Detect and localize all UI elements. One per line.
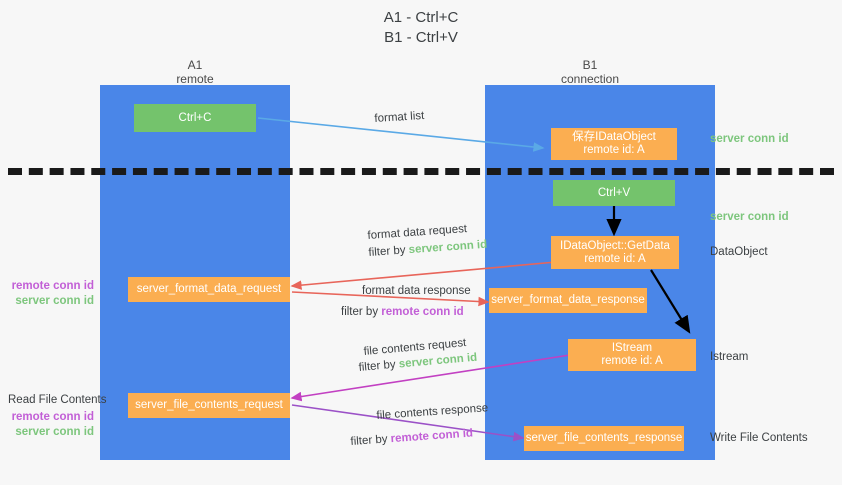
- lane-header-a1-role: remote: [176, 72, 214, 86]
- lane-header-a1-name: A1: [187, 58, 203, 72]
- arrow-label-file-contents-response-filter-prefix: filter by: [350, 433, 392, 448]
- box-ctrl-c[interactable]: Ctrl+C: [134, 104, 256, 132]
- title-line-2: B1 - Ctrl+V: [384, 29, 458, 46]
- box-idataobject-getdata[interactable]: IDataObject::GetData remote id: A: [551, 236, 679, 269]
- title-line-1: A1 - Ctrl+C: [383, 9, 459, 26]
- box-server-format-data-request-label: server_format_data_request: [136, 283, 282, 295]
- left-label-conn-id-bottom: remote conn id server conn id: [0, 410, 94, 440]
- right-label-write-file-contents: Write File Contents: [710, 432, 808, 444]
- box-server-file-contents-request-label: server_file_contents_request: [135, 399, 283, 411]
- box-istream[interactable]: IStream remote id: A: [568, 339, 696, 371]
- lane-header-a1: A1 remote: [140, 58, 250, 86]
- arrow-label-format-data-request-filter-prefix: filter by: [368, 244, 410, 259]
- arrow-label-format-data-request-filter-value: server conn id: [408, 238, 488, 257]
- arrow-label-format-data-response-filter-prefix: filter by: [341, 306, 382, 318]
- box-server-file-contents-request[interactable]: server_file_contents_request: [128, 393, 290, 418]
- right-label-dataobject: DataObject: [710, 246, 768, 258]
- box-idataobject-getdata-line2: remote id: A: [584, 252, 646, 265]
- box-ctrl-v-label: Ctrl+V: [597, 186, 631, 199]
- arrow-label-file-contents-response-filter-value: remote conn id: [390, 427, 474, 446]
- box-server-format-data-request[interactable]: server_format_data_request: [128, 277, 290, 302]
- right-label-server-conn-id-top: server conn id: [710, 133, 789, 145]
- arrow-label-file-contents-response-filter: filter by remote conn id: [350, 425, 474, 450]
- left-label-server-conn-id-bottom: server conn id: [15, 426, 94, 438]
- box-istream-line1: IStream: [611, 342, 653, 354]
- box-server-file-contents-response[interactable]: server_file_contents_response: [524, 426, 684, 451]
- lane-header-b1-name: B1: [582, 58, 598, 72]
- box-server-file-contents-response-label: server_file_contents_response: [525, 432, 683, 444]
- page-title: A1 - Ctrl+C B1 - Ctrl+V: [0, 8, 842, 48]
- arrow-label-format-data-response-filter-value: remote conn id: [381, 306, 464, 318]
- arrow-label-format-data-response: format data response: [362, 285, 471, 297]
- box-save-idataobject[interactable]: 保存IDataObject remote id: A: [551, 128, 677, 160]
- arrow-label-format-data-response-filter: filter by remote conn id: [341, 304, 464, 320]
- box-idataobject-getdata-line1: IDataObject::GetData: [560, 239, 670, 252]
- arrow-label-file-contents-response: file contents response: [376, 402, 489, 422]
- lane-header-b1-role: connection: [560, 72, 620, 86]
- left-label-read-file-contents: Read File Contents: [8, 394, 107, 406]
- lane-header-b1: B1 connection: [530, 58, 650, 86]
- phase-divider: [8, 168, 834, 175]
- box-ctrl-v[interactable]: Ctrl+V: [553, 180, 675, 206]
- right-label-server-conn-id-mid: server conn id: [710, 211, 789, 223]
- box-save-idataobject-line2: remote id: A: [583, 144, 645, 156]
- left-label-conn-id-mid: remote conn id server conn id: [0, 279, 94, 309]
- box-server-format-data-response[interactable]: server_format_data_response: [489, 288, 647, 313]
- box-save-idataobject-line1: 保存IDataObject: [572, 131, 656, 143]
- left-label-remote-conn-id-mid: remote conn id: [11, 280, 94, 292]
- left-label-server-conn-id-mid: server conn id: [15, 295, 94, 307]
- box-istream-line2: remote id: A: [601, 355, 663, 367]
- left-label-remote-conn-id-bottom: remote conn id: [11, 411, 94, 423]
- arrow-label-file-contents-request-filter-value: server conn id: [398, 351, 478, 371]
- right-label-istream: Istream: [710, 351, 749, 363]
- arrow-label-file-contents-request-filter-prefix: filter by: [358, 358, 400, 374]
- box-server-format-data-response-label: server_format_data_response: [491, 294, 645, 306]
- arrow-label-format-list: format list: [374, 109, 425, 125]
- box-ctrl-c-label: Ctrl+C: [178, 111, 212, 124]
